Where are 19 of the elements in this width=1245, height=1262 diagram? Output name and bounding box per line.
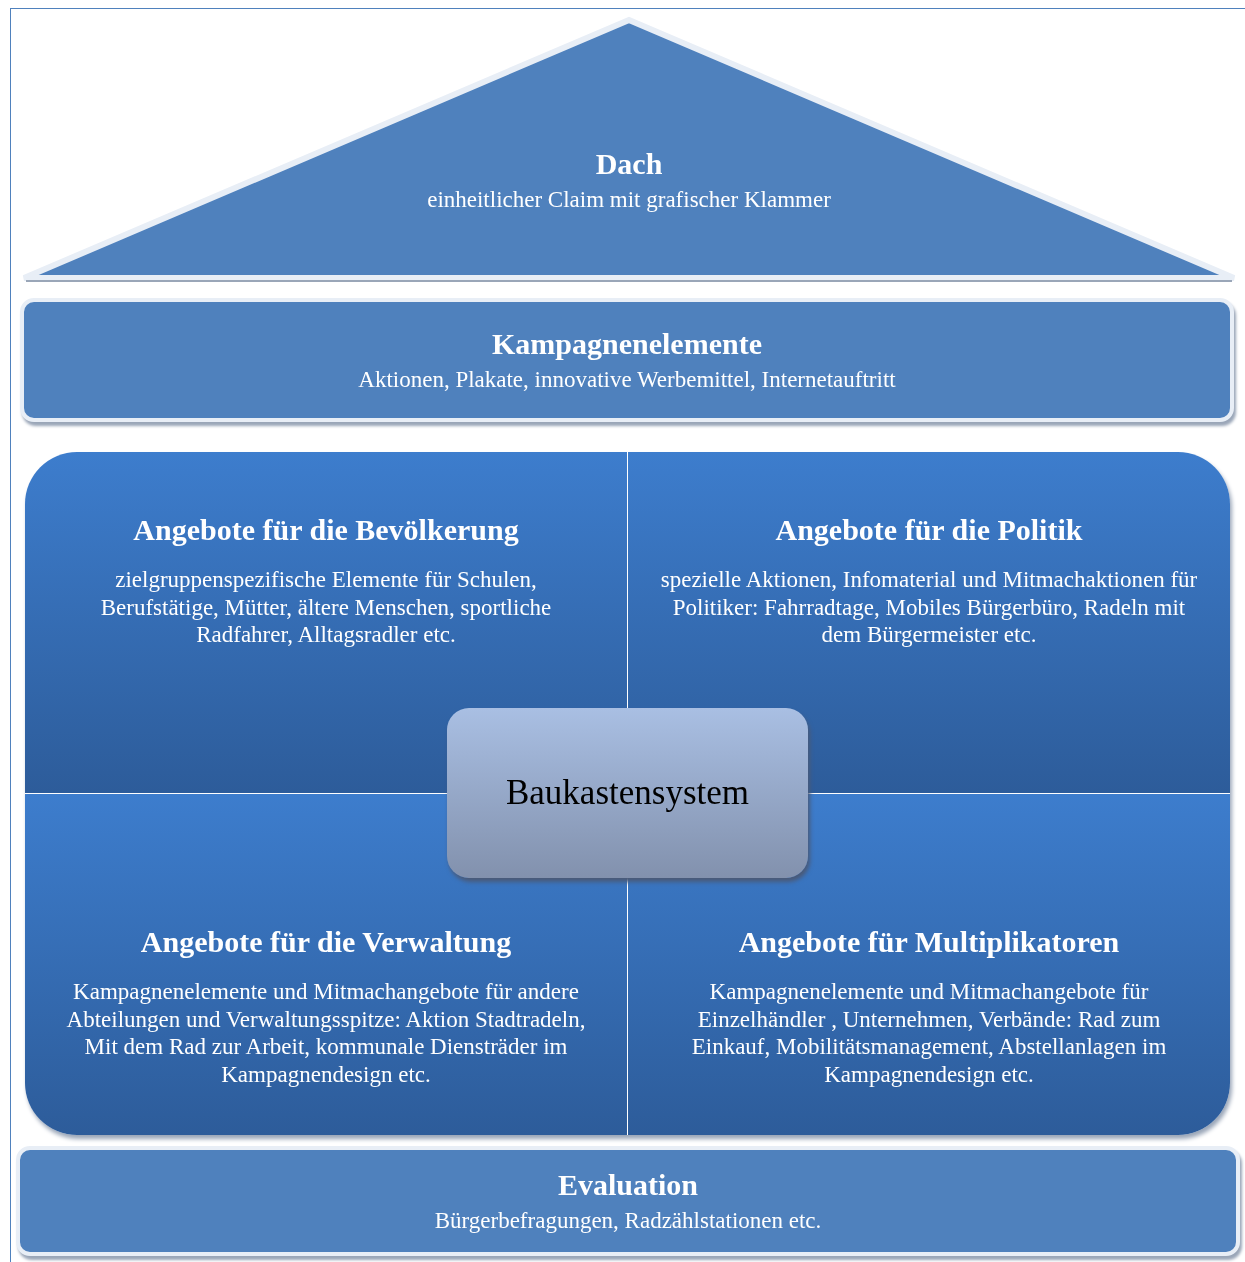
heading: Angebote für die Bevölkerung (133, 512, 519, 548)
heading: Evaluation (557, 1167, 698, 1204)
description: spezielle Aktionen, Infomaterial und Mitmachaktionen für Politiker: Fahrradtage, Mobiles Bürgerbüro, Radeln mit dem Bürgermeister etc. (659, 566, 1199, 649)
description: zielgruppenspezifische Elemente für Schulen, Berufstätige, Mütter, ältere Menschen, sportliche Radfahrer, Alltagsradler etc. (99, 566, 553, 649)
center-box (447, 708, 808, 878)
description: Aktionen, Plakate, innovative Werbemittel, Internetauftritt (358, 366, 896, 394)
band (20, 298, 1234, 422)
heading: Kampagnenelemente (492, 326, 762, 363)
center-label: Baukastensystem (506, 773, 749, 813)
description: einheitlicher Claim mit grafischer Klammer (427, 186, 831, 214)
description: Kampagnenelemente und Mitmachangebote für Einzelhändler , Unternehmen, Verbände: Rad zum Einkauf, Mobilitätsmanagement, Abstellanlagen im Kampagnendesign etc. (690, 978, 1168, 1089)
band (16, 1146, 1240, 1256)
heading: Angebote für die Verwaltung (140, 924, 512, 960)
heading: Angebote für Multiplikatoren (738, 924, 1120, 960)
description: Kampagnenelemente und Mitmachangebote für andere Abteilungen und Verwaltungsspitze: Aktion Stadtradeln, Mit dem Rad zur Arbeit, kommunale Diensträder im Kampagnendesign etc. (65, 978, 587, 1089)
heading: Angebote für die Politik (775, 512, 1083, 548)
rounded-panel (25, 452, 1230, 1135)
heading: Dach (595, 146, 663, 182)
description: Bürgerbefragungen, Radzählstationen etc. (434, 1207, 822, 1235)
